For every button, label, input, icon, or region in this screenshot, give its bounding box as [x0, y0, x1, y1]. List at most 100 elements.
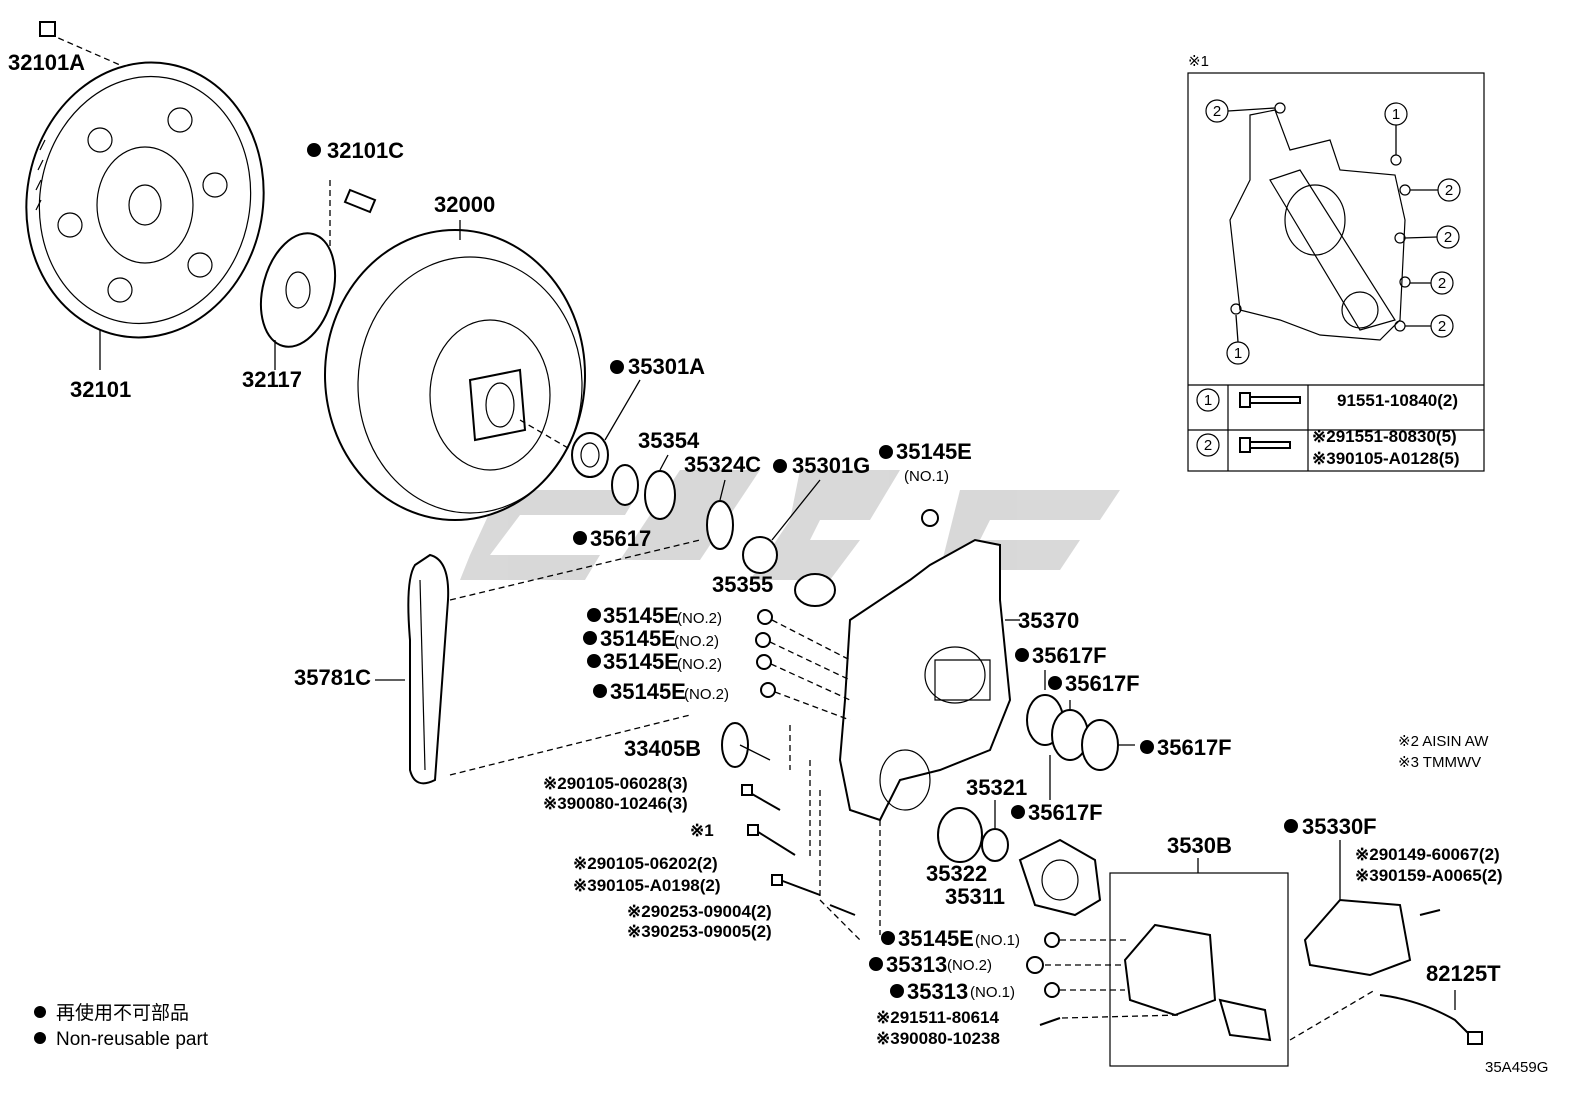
- pump-body-35370: [838, 538, 1012, 822]
- label-bolt3-b: ※390105-A0198(2): [573, 876, 721, 895]
- nut-group: [755, 509, 939, 698]
- valve-body-box: [1109, 872, 1289, 1067]
- seal-35301a: [571, 432, 609, 478]
- label-35322: 35322: [926, 861, 987, 886]
- label-35301g: 35301G: [792, 453, 870, 478]
- label-35145e-no2-c: 35145E: [603, 649, 679, 674]
- label-no2-bottom: (NO.2): [947, 957, 992, 974]
- label-bolt3-a: ※290105-06202(2): [573, 854, 718, 873]
- maker-note-2: ※3 TMMWV: [1398, 754, 1481, 771]
- label-35617f-2: 35617F: [1065, 671, 1140, 696]
- svg-text:1: 1: [1234, 345, 1242, 362]
- svg-text:1: 1: [1392, 106, 1400, 123]
- inset-frame: [1187, 72, 1485, 472]
- label-35370: 35370: [1018, 608, 1079, 633]
- bushing-35301g: [742, 536, 778, 574]
- label-no1-35313: (NO.1): [970, 984, 1015, 1001]
- gear-35324c: [706, 500, 734, 550]
- svg-text:2: 2: [1444, 229, 1452, 246]
- label-35313-no2: 35313: [886, 952, 947, 977]
- ring-35617: [611, 464, 639, 506]
- ring-35354: [644, 470, 676, 520]
- label-32000: 32000: [434, 192, 495, 217]
- label-32101a: 32101A: [8, 50, 85, 75]
- label-bolt6-a: ※290149-60067(2): [1355, 845, 1500, 864]
- inset-row2-part-b: ※390105-A0128(5): [1312, 449, 1460, 468]
- label-32101: 32101: [70, 377, 131, 402]
- label-no2-d: (NO.2): [684, 686, 729, 703]
- label-35145e-no2-a: 35145E: [603, 603, 679, 628]
- label-bolt6-b: ※390159-A0065(2): [1355, 866, 1503, 885]
- label-82125t: 82125T: [1426, 961, 1501, 986]
- label-35313-no1: 35313: [907, 979, 968, 1004]
- gears-35321-35322: [937, 807, 1009, 863]
- ring-35355: [794, 573, 836, 607]
- label-3530b: 3530B: [1167, 833, 1232, 858]
- svg-text:1: 1: [1204, 392, 1212, 409]
- plate-32117: [260, 232, 336, 348]
- svg-text:2: 2: [1213, 103, 1221, 120]
- label-35145e-no2-b: 35145E: [600, 626, 676, 651]
- label-35301a: 35301A: [628, 354, 705, 379]
- strainer-35330f: [1303, 840, 1412, 977]
- label-35617f-3: 35617F: [1157, 735, 1232, 760]
- bolt-32101c: [343, 188, 377, 214]
- sensor-82125t: [1379, 994, 1483, 1045]
- flywheel-part: [25, 61, 265, 339]
- pump-cover-35311: [1018, 838, 1102, 917]
- label-32101c: 32101C: [327, 138, 404, 163]
- label-bolt5-b: ※390080-10238: [876, 1029, 1000, 1048]
- legend-en: Non-reusable part: [56, 1029, 209, 1050]
- inset-marker: ※1: [1188, 53, 1209, 70]
- label-35145e-top: 35145E: [896, 439, 972, 464]
- inset-row1-part: 91551-10840(2): [1337, 391, 1458, 410]
- legend-dot-jp: [34, 1006, 46, 1018]
- bolts-left: [741, 784, 856, 916]
- non-reusable-dots: [307, 143, 1298, 998]
- label-bolt2: ※1: [690, 821, 714, 840]
- label-bolt4-a: ※290253-09004(2): [627, 902, 772, 921]
- label-bolt5-a: ※291511-80614: [876, 1008, 1000, 1027]
- label-35321: 35321: [966, 775, 1027, 800]
- label-35311: 35311: [945, 884, 1005, 909]
- torque-converter-part: [324, 229, 586, 521]
- svg-text:2: 2: [1438, 318, 1446, 335]
- label-35617f-1: 35617F: [1032, 643, 1107, 668]
- small-parts-3530b: [1026, 932, 1061, 1026]
- label-33405b: 33405B: [624, 736, 701, 761]
- legend-dot-en: [34, 1032, 46, 1044]
- svg-text:2: 2: [1438, 275, 1446, 292]
- sprocket-33405b: [721, 722, 771, 768]
- label-32117: 32117: [242, 367, 302, 392]
- svg-text:2: 2: [1204, 437, 1212, 454]
- label-35145e-no1: 35145E: [898, 926, 974, 951]
- label-no1-bottom: (NO.1): [975, 932, 1020, 949]
- inset-callout-numbers: 2 1 2 2 2 2 1 1 2: [1204, 103, 1453, 454]
- label-35354: 35354: [638, 428, 700, 453]
- label-no2-b: (NO.2): [674, 633, 719, 650]
- label-bolt4-b: ※390253-09005(2): [627, 922, 772, 941]
- label-bolt1-a: ※290105-06028(3): [543, 774, 688, 793]
- chain-35781c: [407, 553, 450, 785]
- label-no2-c: (NO.2): [677, 656, 722, 673]
- maker-note-1: ※2 AISIN AW: [1398, 733, 1489, 750]
- inset-drawing: [1229, 102, 1411, 341]
- valve-body-3530b: [1123, 923, 1272, 1042]
- label-bolt1-b: ※390080-10246(3): [543, 794, 688, 813]
- label-35324c: 35324C: [684, 452, 761, 477]
- inset-row2-part-a: ※291551-80830(5): [1312, 427, 1457, 446]
- label-35355: 35355: [712, 572, 773, 597]
- legend-jp: 再使用不可部品: [56, 1002, 189, 1024]
- rings-35617f: [1026, 694, 1119, 771]
- label-35330f: 35330F: [1302, 814, 1377, 839]
- watermark-logo: [460, 470, 1120, 580]
- svg-text:2: 2: [1445, 182, 1453, 199]
- label-35145e-no2-d: 35145E: [610, 679, 686, 704]
- label-no1-top: (NO.1): [904, 468, 949, 485]
- label-35617: 35617: [590, 526, 651, 551]
- label-35781c: 35781C: [294, 665, 371, 690]
- label-no2-a: (NO.2): [677, 610, 722, 627]
- label-35617f-4: 35617F: [1028, 800, 1103, 825]
- bolt-icons-table: [1239, 392, 1301, 453]
